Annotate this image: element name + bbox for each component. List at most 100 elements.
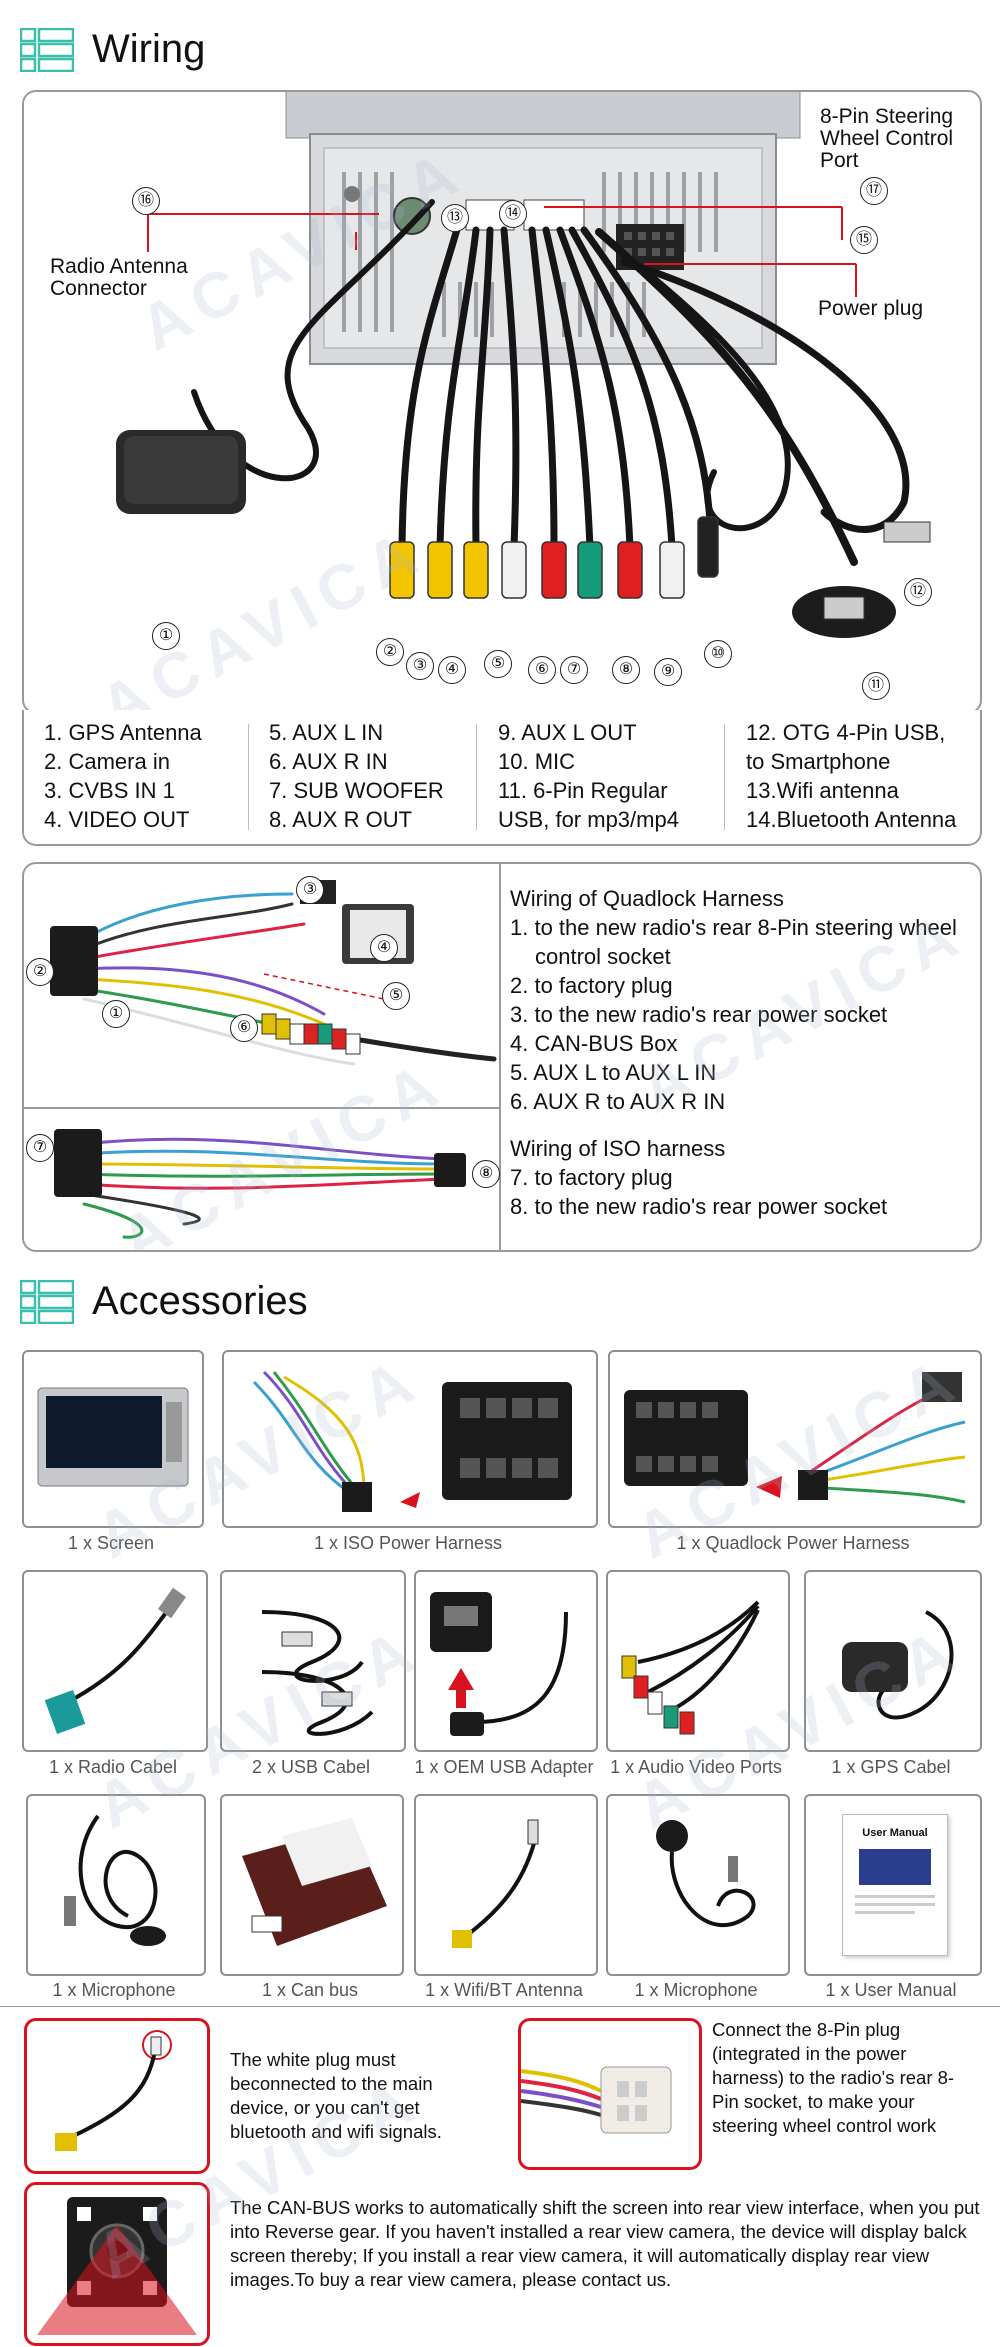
legend-item: 2. Camera in bbox=[44, 749, 170, 774]
accessory-quadlock-harness bbox=[608, 1350, 982, 1528]
iso-harness-illustration bbox=[54, 1129, 466, 1239]
legend-item: 14.Bluetooth Antenna bbox=[746, 807, 957, 832]
eight-pin-note: Connect the 8-Pin plug (integrated in th… bbox=[712, 2019, 955, 2136]
quadlock-harness-illustration bbox=[50, 880, 497, 1066]
rear-camera-svg bbox=[37, 2197, 197, 2335]
harness-divider bbox=[24, 1107, 501, 1109]
microphone-image bbox=[656, 1820, 756, 1928]
label-10: ⑩ bbox=[704, 640, 732, 668]
canbus-note: The CAN-BUS works to automatically shift… bbox=[230, 2197, 980, 2290]
accessories-title: Accessories bbox=[92, 1279, 308, 1323]
harness-label-5: ⑤ bbox=[382, 982, 410, 1010]
divider bbox=[724, 724, 725, 830]
harness-label-8: ⑧ bbox=[472, 1160, 500, 1188]
screen-image bbox=[37, 1387, 189, 1487]
white-plug-image bbox=[24, 2018, 210, 2174]
list-icon bbox=[20, 1280, 74, 1324]
manual-cover-image bbox=[859, 1849, 931, 1885]
quadlock-harness-image bbox=[624, 1372, 966, 1504]
caption: 1 x Can bus bbox=[261, 1980, 359, 2000]
label-16: ⑯ bbox=[132, 187, 160, 215]
divider bbox=[248, 724, 249, 830]
harness-label-7: ⑦ bbox=[26, 1134, 54, 1162]
label-1: ① bbox=[152, 622, 180, 650]
legend-col-2: 5. AUX L IN 6. AUX R IN 7. SUB WOOFER 8.… bbox=[269, 718, 444, 834]
iso-harness-image bbox=[252, 1370, 572, 1512]
label-17: ⑰ bbox=[860, 177, 888, 205]
caption: 1 x GPS Cabel bbox=[831, 1757, 951, 1777]
eight-pin-plug-svg bbox=[521, 2066, 672, 2134]
antenna-connector-callout: Radio Antenna Connector bbox=[50, 255, 188, 300]
legend-item: 10. MIC bbox=[498, 749, 576, 774]
manual-text-line bbox=[855, 1911, 915, 1914]
accessory-iso-harness bbox=[222, 1350, 598, 1528]
manual-text-line bbox=[855, 1895, 935, 1898]
caption: 1 x Microphone bbox=[52, 1980, 176, 2000]
radio-cable-image bbox=[44, 1587, 187, 1735]
caption: 2 x USB Cabel bbox=[251, 1757, 371, 1777]
head-unit-rear-illustration bbox=[116, 92, 931, 638]
quadlock-instructions: Wiring of Quadlock Harness 1. to the new… bbox=[510, 884, 970, 1116]
power-plug-callout: Power plug bbox=[818, 297, 924, 320]
label-9: ⑨ bbox=[654, 658, 682, 686]
accessory-microphone bbox=[26, 1794, 206, 1976]
quadlock-item: 6. AUX R to AUX R IN bbox=[510, 1089, 726, 1114]
manual-cover: User Manual bbox=[842, 1814, 948, 1956]
antenna-plug-image bbox=[55, 2030, 172, 2151]
accessory-radio-cable bbox=[22, 1570, 208, 1752]
legend-item: 1. GPS Antenna bbox=[44, 720, 202, 745]
quadlock-item: 4. CAN-BUS Box bbox=[510, 1031, 678, 1056]
legend-item: 3. CVBS IN 1 bbox=[44, 778, 175, 803]
legend-col-3: 9. AUX L OUT 10. MIC 11. 6-Pin Regular U… bbox=[498, 718, 679, 834]
label-8: ⑧ bbox=[612, 656, 640, 684]
wifi-bt-antenna-image bbox=[452, 1819, 539, 1948]
divider bbox=[476, 724, 477, 830]
accessory-gps-cable bbox=[804, 1570, 982, 1752]
label-3: ③ bbox=[406, 652, 434, 680]
caption: 1 x Quadlock Power Harness bbox=[676, 1533, 910, 1553]
iso-title: Wiring of ISO harness bbox=[510, 1136, 726, 1161]
quadlock-item: 5. AUX L to AUX L IN bbox=[510, 1060, 717, 1085]
wiring-legend: 1. GPS Antenna 2. Camera in 3. CVBS IN 1… bbox=[22, 710, 982, 846]
label-6: ⑥ bbox=[528, 656, 556, 684]
legend-item: 4. VIDEO OUT bbox=[44, 807, 190, 832]
manual-text-line bbox=[855, 1903, 935, 1906]
accessory-oem-usb-adapter bbox=[414, 1570, 598, 1752]
label-2: ② bbox=[376, 638, 404, 666]
rear-camera-image bbox=[24, 2182, 210, 2346]
label-12: ⑫ bbox=[904, 578, 932, 606]
quadlock-item: 1. to the new radio's rear 8-Pin steerin… bbox=[510, 915, 957, 940]
quadlock-item: control socket bbox=[535, 944, 671, 969]
list-icon bbox=[20, 28, 74, 72]
can-bus-image bbox=[242, 1818, 387, 1946]
separator bbox=[0, 2006, 1000, 2007]
harness-divider bbox=[499, 864, 501, 1250]
label-5: ⑤ bbox=[484, 650, 512, 678]
harness-label-6: ⑥ bbox=[230, 1014, 258, 1042]
iso-instructions: Wiring of ISO harness 7. to factory plug… bbox=[510, 1134, 970, 1221]
legend-item: 8. AUX R OUT bbox=[269, 807, 413, 832]
quadlock-item: 2. to factory plug bbox=[510, 973, 673, 998]
legend-item: 12. OTG 4-Pin USB, bbox=[746, 720, 946, 745]
harness-label-2: ② bbox=[26, 958, 54, 986]
manual-title: User Manual bbox=[862, 1827, 928, 1839]
harness-label-1: ① bbox=[102, 1000, 130, 1028]
legend-item: 13.Wifi antenna bbox=[746, 778, 899, 803]
caption: 1 x Radio Cabel bbox=[48, 1757, 178, 1777]
legend-item: 9. AUX L OUT bbox=[498, 720, 637, 745]
caption: 1 x User Manual bbox=[825, 1980, 957, 2000]
legend-item: 5. AUX L IN bbox=[269, 720, 384, 745]
legend-item: 11. 6-Pin Regular bbox=[498, 778, 668, 803]
oem-usb-adapter-image bbox=[430, 1592, 568, 1736]
accessory-microphone-2 bbox=[606, 1794, 790, 1976]
label-14: ⑭ bbox=[499, 200, 527, 228]
caption: 1 x Wifi/BT Antenna bbox=[425, 1980, 583, 2000]
usb-cable-image bbox=[261, 1610, 374, 1736]
caption: 1 x Microphone bbox=[634, 1980, 758, 2000]
legend-item: 7. SUB WOOFER bbox=[269, 778, 444, 803]
label-4: ④ bbox=[438, 656, 466, 684]
caption: 1 x Audio Video Ports bbox=[610, 1757, 782, 1777]
accessory-wifi-bt-antenna bbox=[414, 1794, 598, 1976]
label-11: ⑪ bbox=[862, 672, 890, 700]
caption: 1 x Screen bbox=[67, 1533, 155, 1553]
